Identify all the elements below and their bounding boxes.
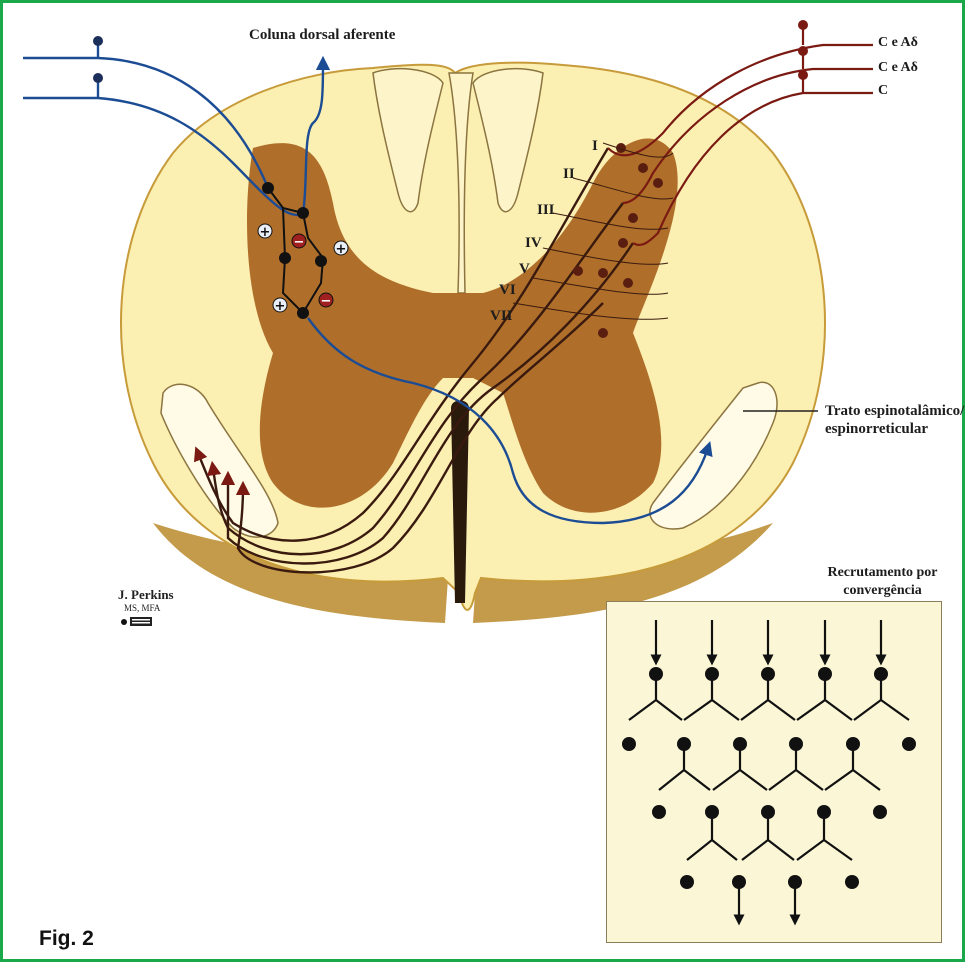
inhibitory-sign: −: [294, 235, 305, 250]
author-credentials: MS, MFA: [124, 603, 174, 613]
lamina-label: II: [563, 166, 575, 183]
afferent-ganglia: [93, 36, 103, 83]
dorsal-column-label: Coluna dorsal aferente: [249, 27, 395, 44]
lamina-label: V: [519, 261, 530, 278]
inhibitory-sign: −: [321, 294, 332, 309]
convergence-title: Recrutamento por convergência: [803, 564, 962, 600]
convergence-diagram: [607, 602, 941, 942]
excitatory-sign: +: [260, 225, 271, 240]
lamina-label: III: [537, 202, 555, 219]
lamina-label: IV: [525, 235, 542, 252]
author-signature: J. Perkins MS, MFA: [118, 587, 174, 629]
lamina-label: VI: [499, 282, 516, 299]
fiber-label-c: C: [878, 83, 888, 99]
fiber-label-c-adelta: C e Aδ: [878, 35, 918, 51]
lamina-label: VII: [490, 308, 513, 325]
convergence-network: [629, 620, 909, 920]
lamina-label: I: [592, 138, 598, 155]
excitatory-sign: +: [275, 299, 286, 314]
fiber-label-c-adelta: C e Aδ: [878, 60, 918, 76]
author-name: J. Perkins: [118, 587, 174, 603]
excitatory-sign: +: [336, 242, 347, 257]
convergence-box: [606, 601, 942, 943]
spinal-cord-figure: + − + + − Coluna dorsal aferente C e Aδ …: [3, 3, 962, 959]
publisher-logo: [120, 615, 160, 629]
figure-caption: Fig. 2: [39, 927, 94, 951]
tract-label: Trato espinotalâmico/ espinorreticular: [825, 402, 965, 438]
